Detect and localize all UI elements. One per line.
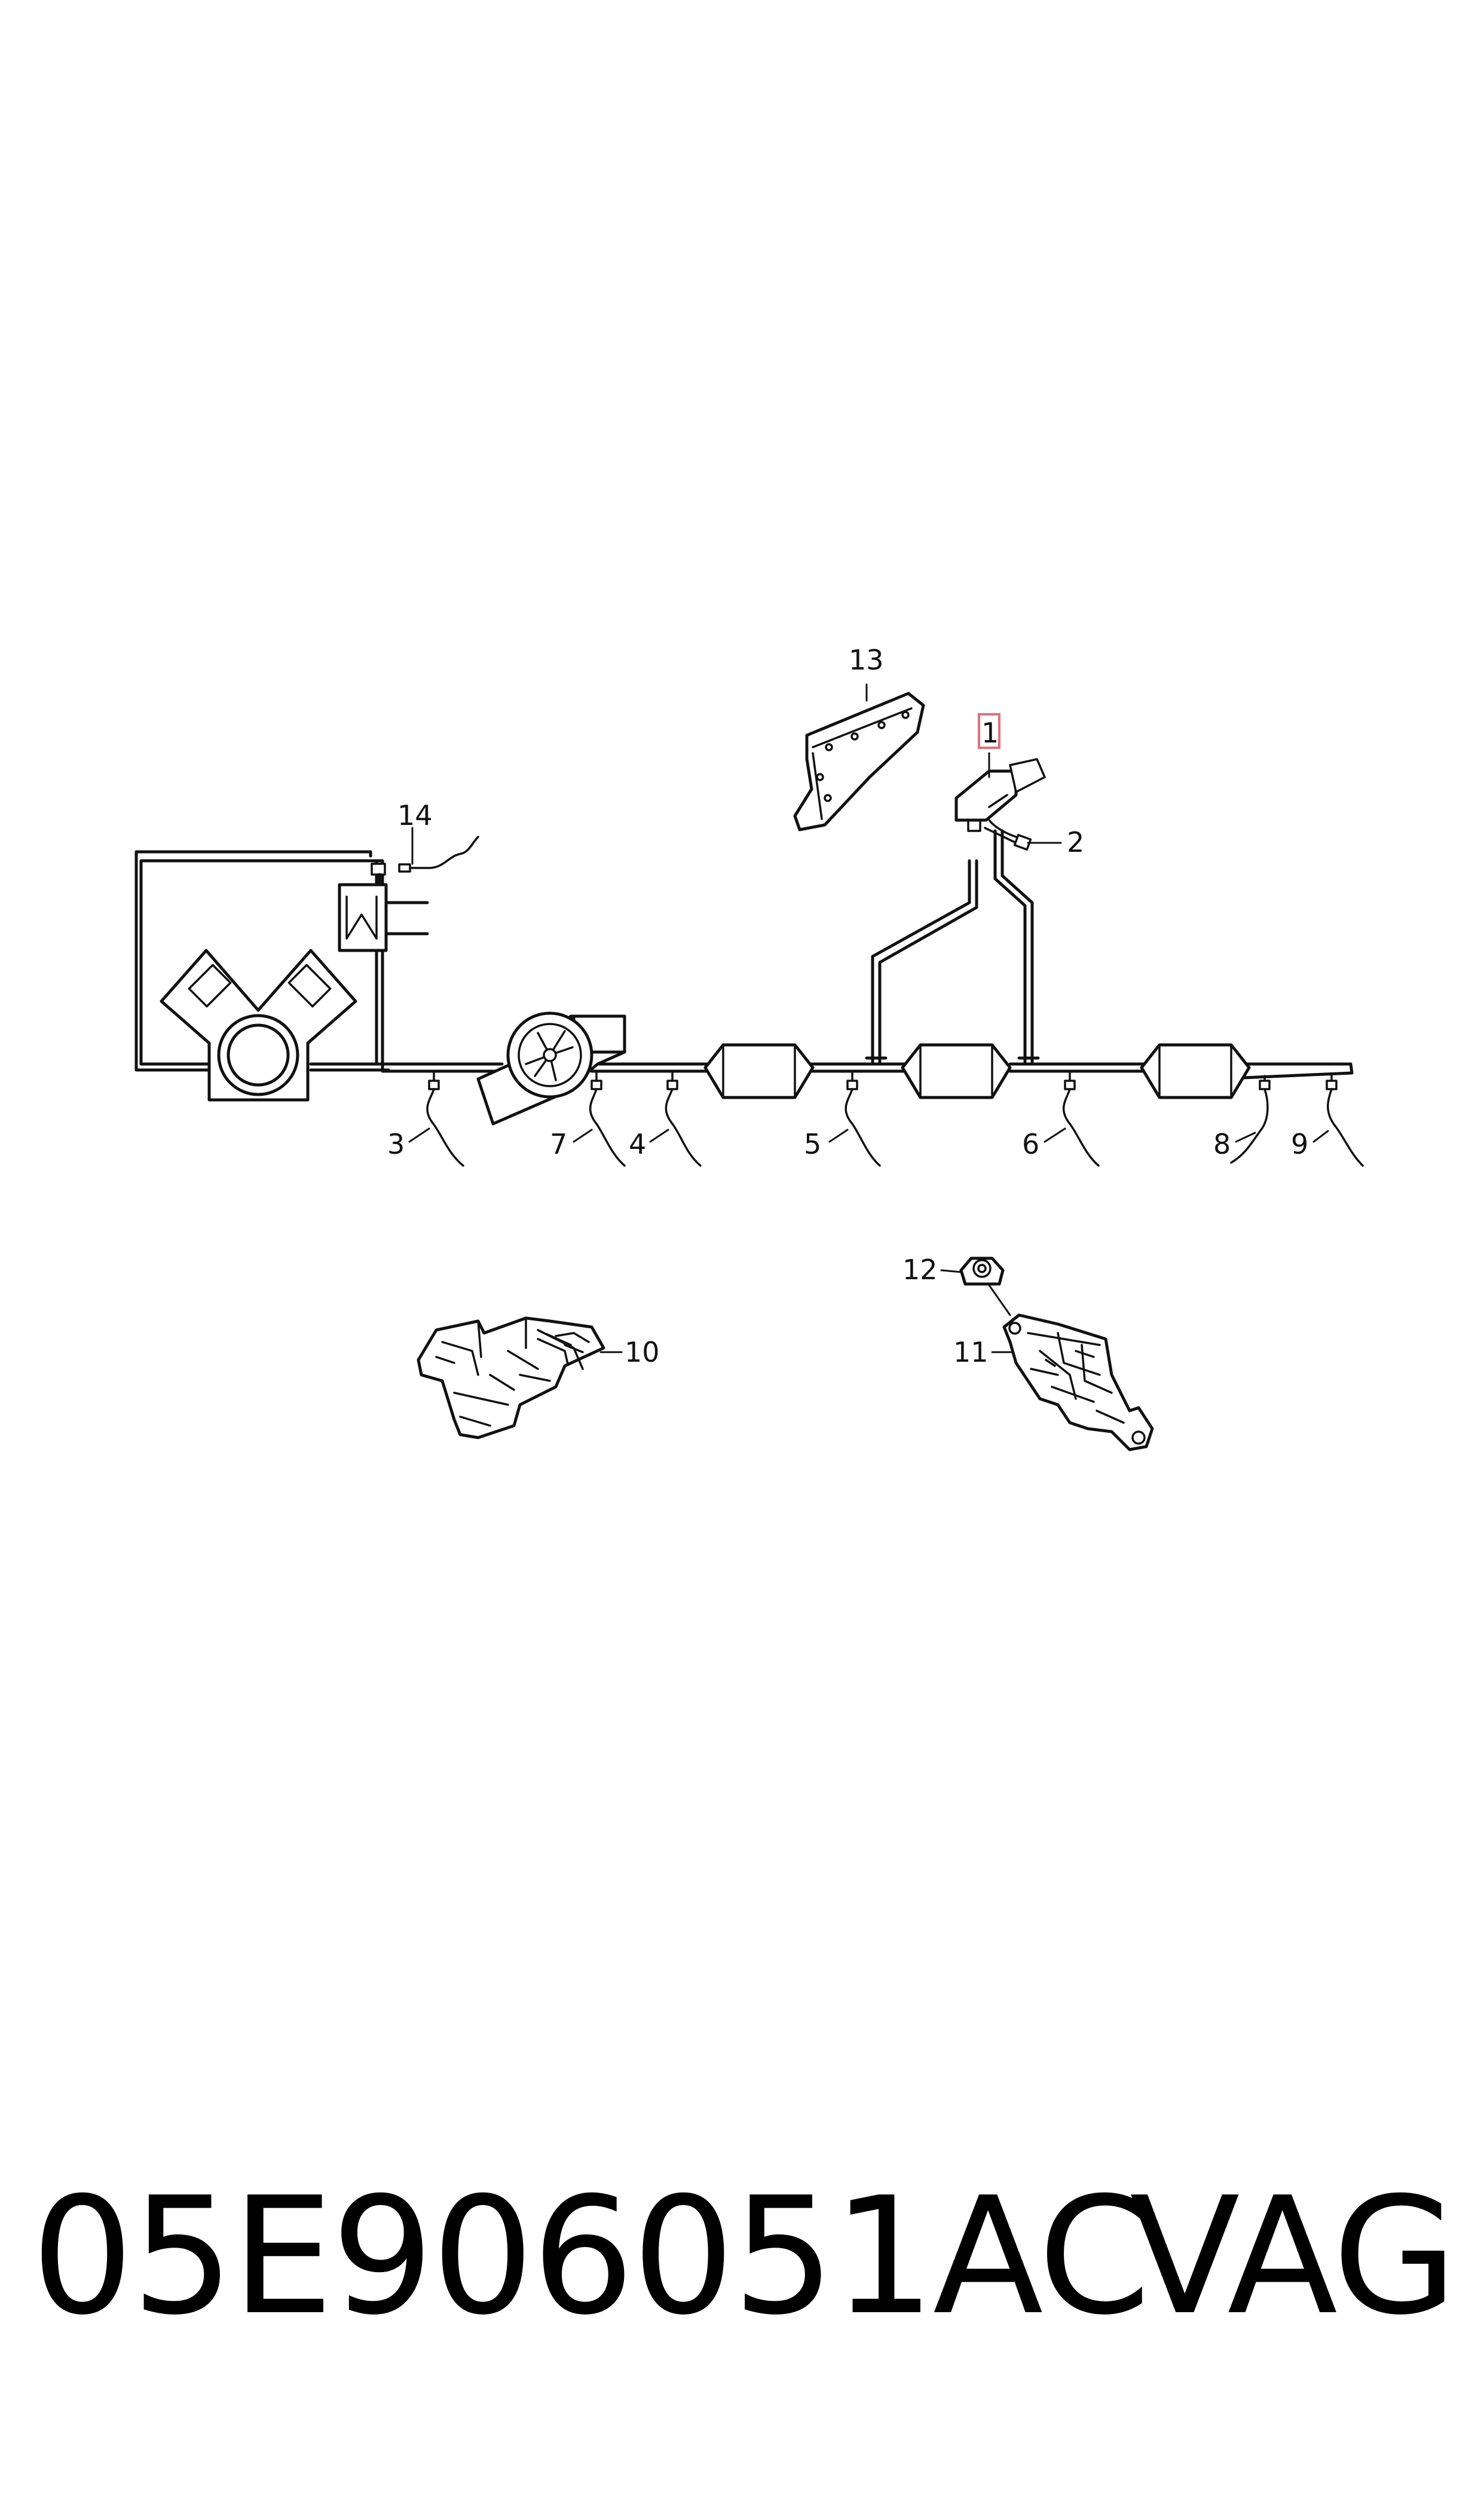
bracket-11 xyxy=(1002,1313,1154,1451)
intercooler xyxy=(338,863,429,952)
sensor-5 xyxy=(844,1072,881,1167)
catalyst-2 xyxy=(901,1043,1012,1099)
bracket-10 xyxy=(417,1316,605,1439)
callout-3: 3 xyxy=(387,1128,405,1160)
catalyst-1 xyxy=(703,1043,815,1099)
callout-12: 12 xyxy=(902,1254,938,1286)
sensor-14 xyxy=(398,836,479,873)
brand-name: VAG xyxy=(1130,2162,1458,2350)
footer: 05E906051AC VAG xyxy=(0,2176,1484,2427)
callout-1: 1 xyxy=(981,717,999,749)
pressure-tubes xyxy=(865,829,1040,1066)
sensor-8 xyxy=(1230,1075,1271,1164)
exhaust-sensor-diagram: 13 1 2 14 3 7 4 5 6 8 9 10 12 11 xyxy=(134,644,1364,1451)
sensor-4 xyxy=(665,1072,702,1167)
pressure-sensor xyxy=(954,758,1046,838)
callout-14: 14 xyxy=(397,799,433,831)
exhaust-pipe xyxy=(375,1062,1354,1080)
sensor-3 xyxy=(426,1072,464,1167)
callout-13: 13 xyxy=(849,644,884,676)
turbocharger xyxy=(476,1011,626,1126)
part-number: 05E906051AC xyxy=(31,2162,1151,2350)
leader-lines xyxy=(408,683,1329,1353)
clip-12 xyxy=(959,1257,1005,1286)
sensor-7 xyxy=(589,1072,626,1167)
highlight-box-1 xyxy=(978,713,1000,749)
heat-shield-13 xyxy=(793,692,925,831)
sensor-9 xyxy=(1326,1075,1364,1167)
callout-2: 2 xyxy=(1067,826,1084,858)
catalyst-3 xyxy=(1140,1043,1251,1099)
callout-4: 4 xyxy=(629,1128,646,1160)
callout-7: 7 xyxy=(550,1128,567,1160)
callout-9: 9 xyxy=(1291,1128,1308,1160)
engine-block xyxy=(160,949,357,1102)
callout-11: 11 xyxy=(953,1336,989,1368)
sensor-6 xyxy=(1063,1072,1100,1167)
callout-6: 6 xyxy=(1022,1128,1039,1160)
callout-8: 8 xyxy=(1213,1128,1231,1160)
callout-5: 5 xyxy=(804,1128,821,1160)
callout-10: 10 xyxy=(625,1336,660,1368)
